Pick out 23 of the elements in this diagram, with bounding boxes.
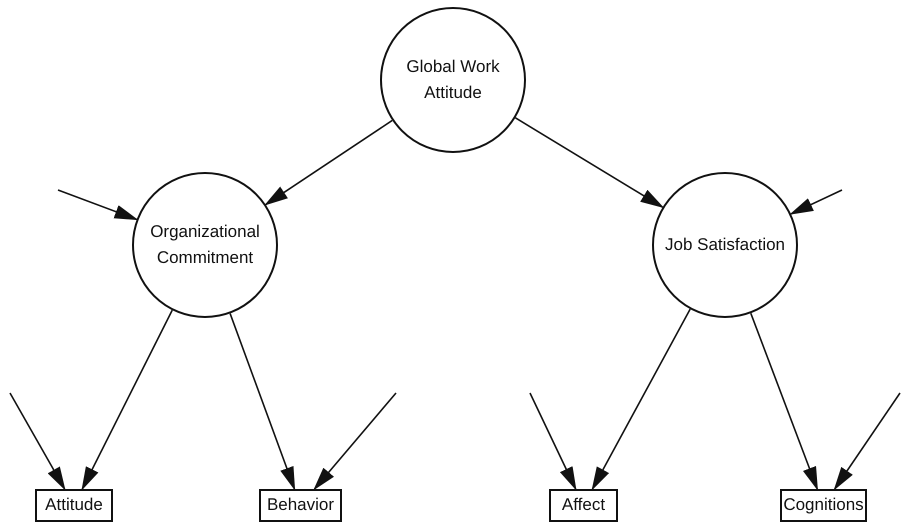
indicator-label: Affect: [562, 494, 606, 516]
arrow: [9, 392, 66, 491]
arrow: [58, 189, 138, 220]
arrow: [81, 310, 173, 491]
arrow: [264, 120, 393, 206]
arrow: [834, 392, 901, 491]
arrow: [592, 308, 691, 491]
arrow: [313, 392, 397, 491]
arrow: [229, 313, 296, 491]
indicator-box: [35, 489, 113, 522]
indicator-box: [259, 489, 342, 522]
indicator-label: Cognitions: [783, 494, 864, 516]
arrow: [515, 117, 664, 208]
indicator-box: [780, 489, 867, 522]
arrow: [750, 313, 818, 491]
indicator-label: Behavior: [266, 494, 334, 516]
concept-label: Job Satisfaction: [665, 234, 785, 256]
concept-label: Organizational Commitment: [149, 220, 261, 269]
concept-label: Global Work Attitude: [405, 56, 501, 104]
arrow: [789, 189, 842, 215]
indicator-label: Attitude: [45, 494, 103, 516]
indicator-box: [549, 489, 618, 522]
arrow: [529, 392, 576, 491]
